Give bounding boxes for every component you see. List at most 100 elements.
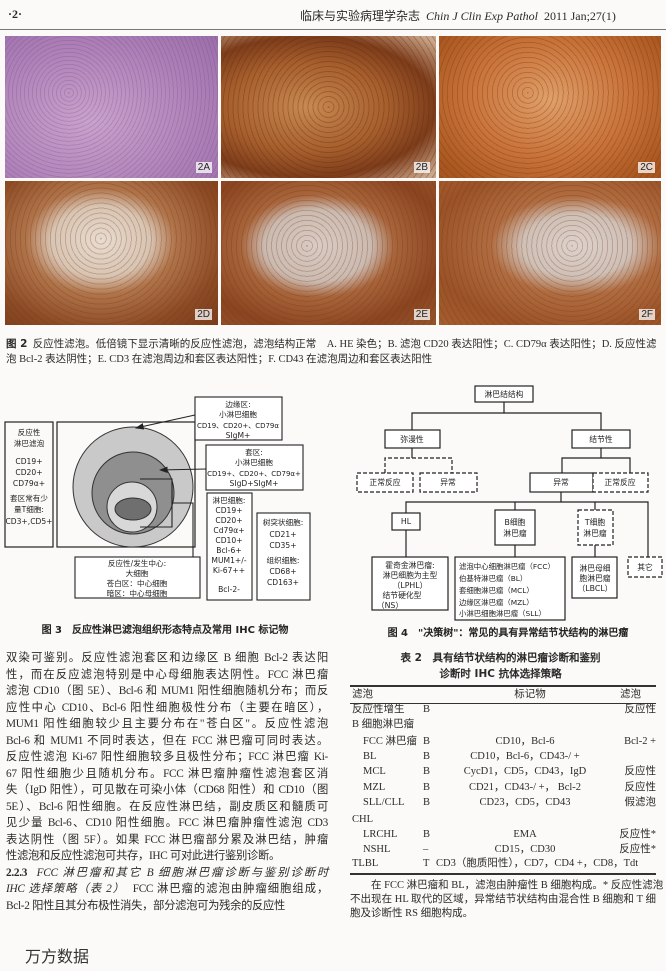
markers: CycD1，CD5，CD43，IgD	[463, 766, 587, 777]
label: B细胞	[505, 517, 526, 527]
paragraph-line: MUM1 阳性细胞较少且主要分布在"苍白区"。反应性滤泡	[6, 718, 328, 730]
label: 异常	[553, 478, 569, 487]
reactive-follicle-box	[4, 421, 54, 548]
section-heading-line: 2.2.3 FCC 淋巴瘤和其它 B 细胞淋巴瘤诊断与鉴别诊断时	[6, 865, 328, 882]
table-header-rule	[350, 703, 656, 704]
figure2-panel-d: 2D	[5, 181, 218, 325]
table-note: 胞及诊断性 RS 细胞构成。	[350, 908, 474, 919]
label: 小淋巴细胞	[219, 409, 257, 419]
panel-label: 2F	[639, 309, 655, 320]
label: CD20+	[215, 516, 242, 525]
label: 边缘区:	[225, 399, 250, 409]
label: 正常反应	[604, 477, 635, 487]
paragraph-text: Bcl-2 阳性且其分布极性消失，部分滤泡可为残余的反应性	[6, 899, 286, 912]
panel-label: 2D	[195, 309, 212, 320]
germinal-center-box	[74, 556, 201, 599]
figure2-panel-e: 2E	[221, 181, 436, 325]
cell-type: B	[423, 704, 431, 715]
label: Bcl-6+	[216, 546, 241, 555]
label: SIgD+SIgM+	[230, 479, 279, 488]
label: 胞淋巴瘤	[579, 573, 610, 583]
label: 小淋巴细胞	[235, 457, 273, 467]
label: CD163+	[267, 578, 299, 587]
diffuse-box	[384, 429, 441, 449]
panel-label: 2C	[638, 162, 655, 173]
label: 套区常有少	[10, 493, 48, 503]
label: 反应性	[18, 427, 41, 437]
marginal-zone-box	[194, 396, 283, 441]
label: 正常反应	[369, 477, 400, 487]
row-name: SLL/CLL	[363, 797, 405, 808]
panel-label: 2E	[413, 309, 430, 320]
row-name: BL	[363, 751, 377, 762]
label: 霍奇金淋巴瘤:	[385, 560, 434, 570]
label: 反应性/发生中心:	[108, 558, 166, 568]
table2-title: 表 2 具有结节状结构的淋巴瘤诊断和鉴别 诊断时 IHC 抗体选择策略	[335, 650, 666, 682]
label: CD19+	[15, 457, 42, 466]
markers: CD10，Bcl-6	[495, 736, 555, 747]
paragraph-line: 67 阳性细胞少且随机分布。FCC 淋巴瘤肿瘤性滤泡套区消	[6, 767, 328, 780]
panel-label: 2A	[195, 162, 212, 173]
panel-label: 2B	[413, 162, 430, 173]
label: 淋巴滤泡	[14, 438, 45, 448]
label: 树突状细胞:	[263, 517, 304, 527]
t-types-box	[571, 556, 618, 599]
column-header: 滤泡	[620, 689, 641, 700]
hl-types-box	[371, 556, 449, 611]
table-subtitle: 诊断时 IHC 抗体选择策略	[439, 668, 562, 680]
cell-type: T	[423, 858, 430, 869]
markers: CD3（胞质阳性），CD7，CD4 +，CD8，Tdt	[436, 858, 639, 869]
label: CD21+	[269, 530, 296, 539]
label: 伯基特淋巴瘤（BL）	[459, 574, 527, 583]
label: CD19、CD20+、CD79α	[197, 422, 279, 430]
figure2-panel-a: 2A	[5, 36, 218, 178]
figure2-caption: 图 2 反应性滤泡。低倍镜下显示清晰的反应性滤泡，滤泡结构正常 A. HE 染色…	[6, 337, 657, 367]
row-name: MCL	[363, 766, 386, 777]
watermark: 万方数据	[25, 947, 90, 966]
caption-text: 反应性滤泡。低倍镜下显示清晰的反应性滤泡，滤泡结构正常 A. HE 染色；B. …	[32, 339, 657, 350]
label: Bcl-2-	[218, 585, 240, 594]
markers: CD21，CD43-/ +， Bcl-2	[468, 782, 582, 793]
cell-type: B	[423, 782, 431, 793]
row-name: B 细胞淋巴瘤	[352, 719, 415, 730]
page-number: ·2·	[8, 7, 23, 21]
label: Ki-67++	[213, 566, 245, 575]
markers: CD15，CD30	[494, 844, 556, 855]
follicle-pattern: Bcl-2 +	[624, 736, 656, 747]
other-box	[627, 556, 663, 578]
label: 异常	[440, 478, 456, 487]
label: 结节硬化型	[383, 590, 422, 600]
cell-type: B	[423, 766, 431, 777]
label: 淋巴细胞为主型	[383, 570, 438, 580]
label: CD79α+	[13, 479, 45, 488]
label: 组织细胞:	[267, 555, 300, 565]
mantle-zone-box	[205, 444, 304, 491]
row-name: FCC 淋巴瘤	[363, 736, 417, 747]
root-box	[474, 385, 534, 403]
paragraph-line: 5E）、Bcl-6 阳性细胞。在反应性淋巴结，副皮质区和髓质可	[6, 800, 328, 813]
paragraph-line: 性，而在反应滤泡特别是中心母细胞表达阴性。FCC 淋巴瘤	[6, 668, 328, 681]
label: 其它	[637, 562, 653, 572]
label: 淋巴瘤	[583, 528, 607, 538]
label: CD19+	[215, 506, 242, 515]
label: 套区:	[245, 447, 263, 457]
section-number: 2.2.3	[6, 866, 28, 879]
paragraph-line: 滤泡 CD10（图 5E）、Bcl-6 和 MUM1 阳性细胞随机分布；而反	[6, 685, 328, 697]
paragraph-line: 应性中心 CD10、Bcl-6 阳性细胞极性分布（主要在暗区），	[6, 701, 328, 714]
b-cell-box	[494, 509, 536, 546]
section-heading-line2: IHC 选择策略（表 2） FCC 淋巴瘤的滤泡由肿瘤细胞组成，	[6, 881, 328, 898]
table-title: 表 2 具有结节状结构的淋巴瘤诊断和鉴别	[400, 652, 601, 664]
label: CD10+	[215, 536, 242, 545]
label: 弥漫性	[400, 434, 424, 444]
dendritic-box	[256, 512, 311, 601]
row-name: 反应性增生	[352, 704, 405, 715]
figure4-caption: 图 4 "决策树"：常见的具有异常结节状结构的淋巴瘤	[388, 626, 629, 639]
follicle-pattern: 反应性	[624, 704, 657, 715]
label: （LBCL）	[578, 584, 613, 593]
cell-type: B	[423, 797, 431, 808]
table-top-rule	[350, 685, 656, 687]
figure4-decision-tree: 淋巴结结构 弥漫性 结节性 正常反应 异常 异常 正常反应 HL B细胞 淋巴瘤…	[356, 385, 663, 639]
column-header: 标记物	[514, 689, 546, 700]
label: （NS）	[377, 601, 403, 610]
cell-type: B	[423, 829, 431, 840]
